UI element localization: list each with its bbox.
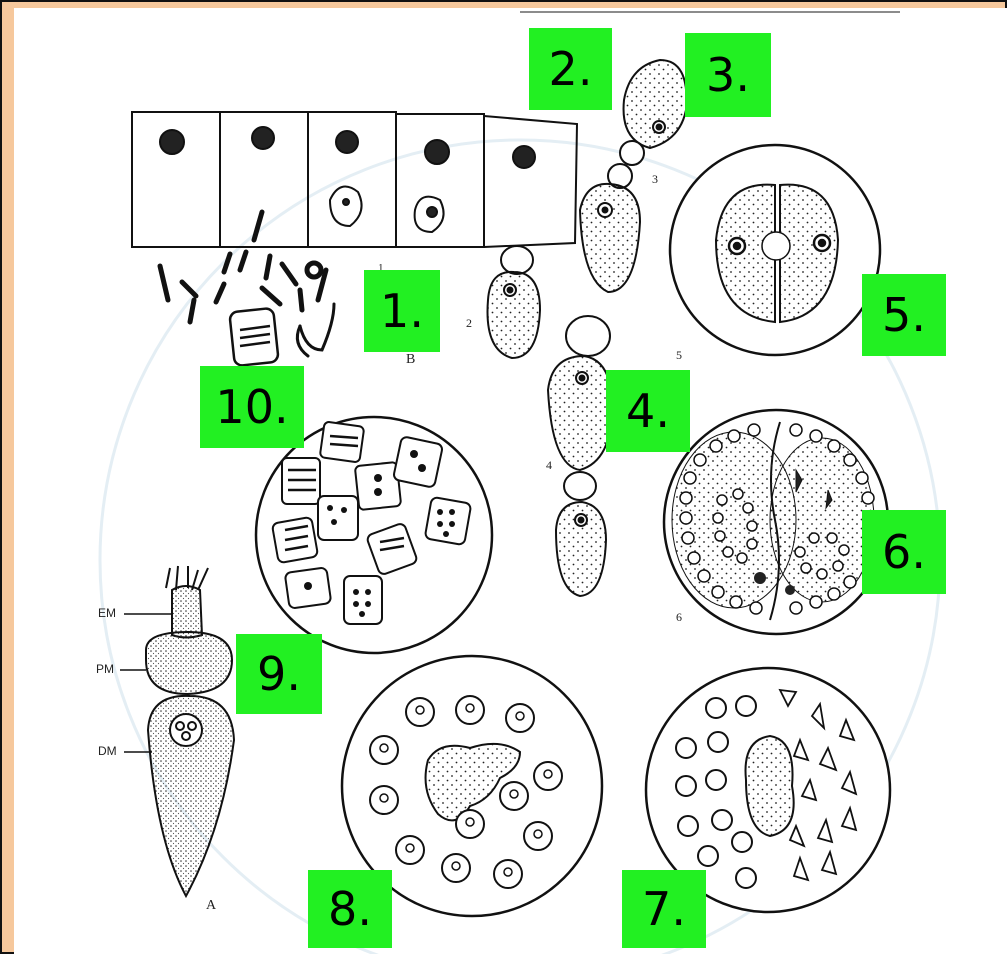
badge-9: 9. bbox=[236, 634, 322, 714]
badge-7: 7. bbox=[622, 870, 706, 948]
stage-5-cyst bbox=[670, 145, 880, 355]
label-dm: DM bbox=[98, 744, 117, 758]
label-pm: PM bbox=[96, 662, 114, 676]
stage-number-3: 3 bbox=[652, 172, 658, 187]
stage-2-cell bbox=[488, 246, 541, 358]
stage-number-4: 4 bbox=[546, 458, 552, 473]
stage-9-cyst bbox=[256, 417, 492, 653]
stage-number-5: 5 bbox=[676, 348, 682, 363]
dividing-cell-b bbox=[229, 308, 278, 366]
stage-number-2: 2 bbox=[466, 316, 472, 331]
badge-4: 4. bbox=[606, 370, 690, 452]
badge-8: 8. bbox=[308, 870, 392, 948]
epithelial-cells bbox=[132, 112, 577, 247]
badge-10: 10. bbox=[200, 366, 304, 448]
badge-2: 2. bbox=[529, 28, 612, 110]
stage-4-cell-chain bbox=[548, 316, 612, 596]
badge-6: 6. bbox=[862, 510, 946, 594]
figure-letter-b: B bbox=[406, 352, 415, 368]
stage-number-6: 6 bbox=[676, 610, 682, 625]
badge-1: 1. bbox=[364, 270, 440, 352]
label-em: EM bbox=[98, 606, 116, 620]
badge-5: 5. bbox=[862, 274, 946, 356]
stage-6-cyst bbox=[664, 410, 888, 634]
badge-3: 3. bbox=[685, 33, 771, 117]
figure-letter-a: A bbox=[206, 898, 216, 914]
